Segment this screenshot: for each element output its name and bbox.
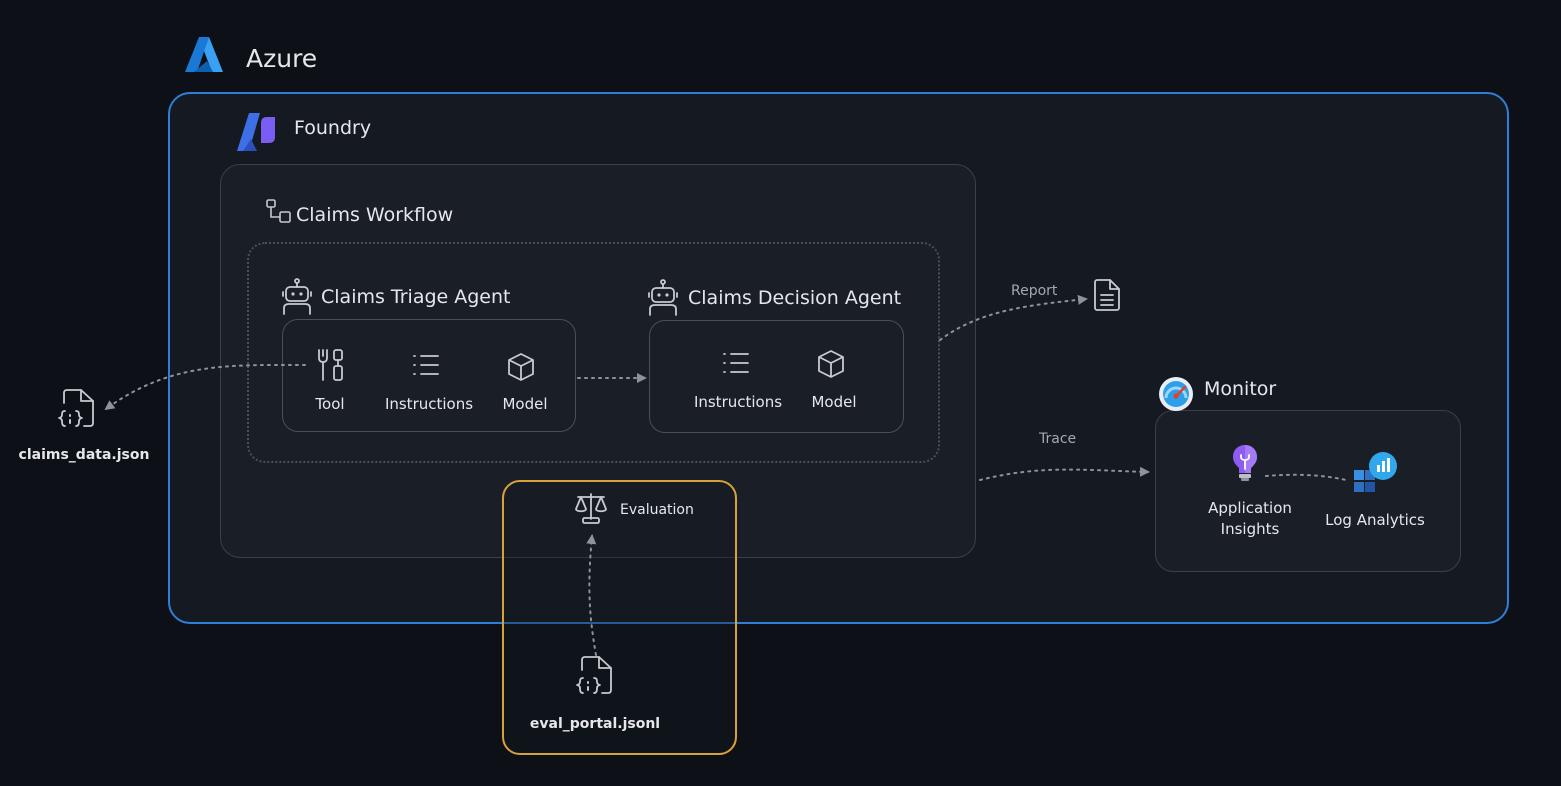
json-file-icon[interactable] xyxy=(57,389,95,429)
log-analytics-icon[interactable] xyxy=(1353,451,1399,495)
decision-model-label: Model xyxy=(811,393,857,411)
app-insights-label-line1: Application xyxy=(1208,499,1292,517)
report-edge-label: Report xyxy=(1011,283,1058,299)
azure-title: Azure xyxy=(246,44,318,73)
trace-edge-label: Trace xyxy=(1039,431,1077,447)
edge-tool-to-claims-data xyxy=(104,363,306,411)
azure-logo-icon xyxy=(185,37,223,72)
triage-agent-title: Claims Triage Agent xyxy=(321,286,511,308)
list-icon xyxy=(723,353,749,373)
monitor-container xyxy=(1155,410,1461,572)
log-analytics-label: Log Analytics xyxy=(1325,511,1425,529)
cube-icon xyxy=(818,350,844,378)
foundry-logo-icon xyxy=(237,113,275,151)
triage-instructions-label: Instructions xyxy=(384,395,474,413)
foundry-title: Foundry xyxy=(294,117,372,139)
agents-group xyxy=(247,242,940,463)
workflow-title: Claims Workflow xyxy=(296,204,454,226)
decision-agent-title: Claims Decision Agent xyxy=(688,287,902,309)
tool-icon[interactable] xyxy=(315,348,345,382)
decision-agent-box[interactable] xyxy=(649,320,904,433)
monitor-gauge-icon xyxy=(1159,377,1193,411)
scales-icon xyxy=(575,493,607,524)
decision-instructions-label: Instructions xyxy=(693,393,783,411)
edge-app-insights-to-log-analytics xyxy=(1265,473,1347,481)
claims-data-file-label: claims_data.json xyxy=(18,447,150,463)
document-icon[interactable] xyxy=(1093,279,1121,311)
workflow-icon xyxy=(266,199,291,223)
eval-file-label: eval_portal.jsonl xyxy=(529,716,661,732)
monitor-title: Monitor xyxy=(1204,378,1277,400)
triage-model-label: Model xyxy=(502,395,548,413)
edge-trace xyxy=(979,466,1150,481)
evaluation-title: Evaluation xyxy=(620,502,694,518)
app-insights-label-line2: Insights xyxy=(1220,520,1280,538)
triage-agent-box[interactable] xyxy=(282,319,576,432)
lightbulb-icon[interactable] xyxy=(1230,443,1260,483)
edge-eval-file-to-evaluation xyxy=(586,534,597,656)
edge-report xyxy=(939,294,1088,341)
cube-icon xyxy=(508,353,534,381)
evaluation-container xyxy=(502,480,737,755)
robot-icon xyxy=(648,279,678,316)
tool-label: Tool xyxy=(315,395,345,413)
jsonl-file-icon[interactable] xyxy=(575,656,613,696)
list-icon xyxy=(413,355,439,375)
robot-icon xyxy=(282,278,312,315)
